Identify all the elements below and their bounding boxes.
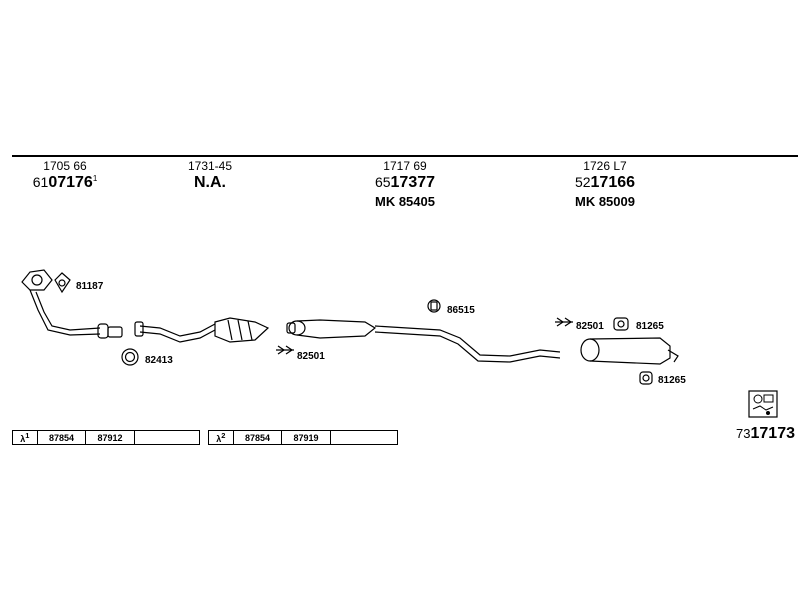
ref-number: 1726 L7 bbox=[583, 159, 627, 173]
header-part-1[interactable]: 1705 66 61071761 bbox=[20, 160, 110, 191]
mounting-kit-icon bbox=[748, 390, 778, 418]
header-part-2[interactable]: 1731-45 N.A. bbox=[165, 160, 255, 191]
ring-label: 82413 bbox=[145, 355, 173, 366]
front-pipe-end[interactable] bbox=[97, 323, 123, 339]
rear-silencer[interactable] bbox=[580, 337, 679, 365]
sealing-ring-icon[interactable] bbox=[121, 348, 139, 366]
header-divider bbox=[12, 155, 798, 157]
lambda-table-1: λ1 87854 87912 bbox=[12, 430, 201, 445]
header-part-3[interactable]: 1717 69 6517377 MK 85405 bbox=[355, 160, 455, 208]
front-pipe-flange[interactable] bbox=[21, 269, 53, 291]
catalog-number[interactable]: 7317173 bbox=[736, 425, 795, 442]
lambda-value[interactable]: 87854 bbox=[36, 430, 87, 445]
clamp-label: 82501 bbox=[297, 351, 325, 362]
clamp-icon[interactable] bbox=[276, 345, 294, 355]
lambda-value bbox=[329, 430, 399, 445]
part-number: 5217166 bbox=[574, 174, 636, 191]
part-number: 6517377 bbox=[374, 174, 436, 191]
rubber-mount-label: 81265 bbox=[636, 321, 664, 332]
hanger-icon[interactable] bbox=[427, 299, 441, 313]
header-part-4[interactable]: 1726 L7 5217166 MK 85009 bbox=[555, 160, 655, 208]
lambda-value[interactable]: 87912 bbox=[85, 430, 135, 445]
mk-number: MK 85009 bbox=[575, 194, 635, 209]
ref-number: 1731-45 bbox=[187, 159, 233, 173]
rubber-mount-icon[interactable] bbox=[639, 371, 653, 385]
part-number: N.A. bbox=[194, 174, 226, 191]
lambda-symbol: λ2 bbox=[208, 430, 234, 445]
lambda-table-2: λ2 87854 87919 bbox=[208, 430, 399, 445]
ref-number: 1705 66 bbox=[43, 159, 87, 173]
front-pipe[interactable] bbox=[29, 289, 101, 336]
mk-number: MK 85405 bbox=[375, 194, 435, 209]
gasket-label: 81187 bbox=[76, 281, 104, 292]
hanger-label: 86515 bbox=[447, 305, 475, 316]
rubber-mount-icon[interactable] bbox=[613, 317, 629, 331]
lambda-value[interactable]: 87919 bbox=[281, 430, 331, 445]
clamp-icon[interactable] bbox=[555, 317, 573, 327]
part-number: 61071761 bbox=[32, 174, 98, 191]
ref-number: 1717 69 bbox=[383, 159, 427, 173]
middle-silencer[interactable] bbox=[286, 319, 377, 339]
gasket-icon[interactable] bbox=[54, 272, 71, 294]
intermediate-pipe[interactable] bbox=[139, 323, 216, 343]
lambda-value[interactable]: 87854 bbox=[232, 430, 283, 445]
lambda-symbol: λ1 bbox=[12, 430, 38, 445]
rear-pipe[interactable] bbox=[374, 325, 561, 363]
clamp-label: 82501 bbox=[576, 321, 604, 332]
catalytic-converter[interactable] bbox=[134, 317, 270, 343]
lambda-value bbox=[133, 430, 201, 445]
rubber-mount-label: 81265 bbox=[658, 375, 686, 386]
